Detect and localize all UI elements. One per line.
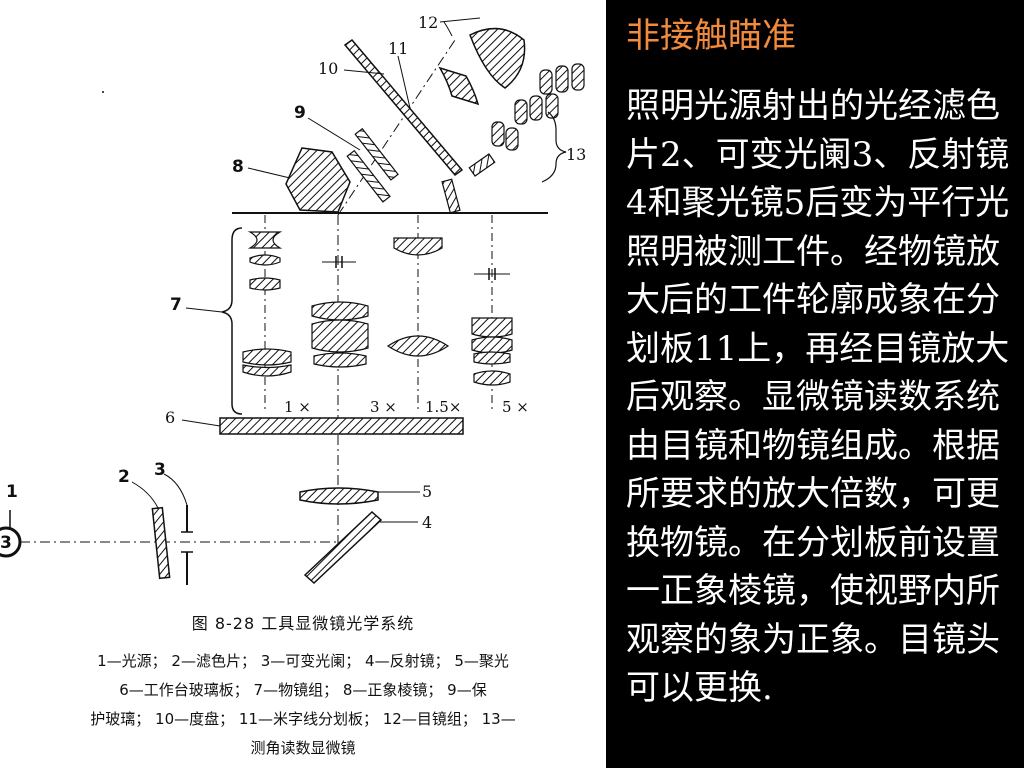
- label-3: 3: [154, 460, 166, 480]
- objective-1x-lens-d: [242, 348, 292, 366]
- objective-5x-lens-a: [471, 317, 513, 338]
- reflector-mirror: [303, 510, 383, 585]
- eyepiece-lens-b: [438, 66, 480, 106]
- figure-panel: 3 1 2 3 4 5 6 7: [0, 0, 606, 768]
- label-5: 5: [422, 482, 432, 501]
- label-1: 1: [6, 482, 18, 502]
- objective-1.5x-lens-b: [386, 335, 450, 357]
- label-4: 4: [422, 513, 432, 532]
- magnification-3x: 3 ×: [370, 398, 397, 416]
- objective-3x-lens-b: [311, 319, 369, 353]
- objective-1x-lens-a: [247, 231, 283, 249]
- magnification-1.5x: 1.5×: [425, 398, 461, 416]
- optical-axis-eyepiece: [337, 39, 456, 216]
- objective-5x-lens-c: [473, 351, 511, 365]
- figure-legend-line-3: 护玻璃； 10—度盘； 11—米字线分划板； 12—目镜组； 13—: [90, 710, 516, 728]
- objective-3x-lens-c: [313, 352, 367, 368]
- color-filter: [151, 506, 171, 580]
- magnification-1x: 1 ×: [284, 398, 311, 416]
- optical-system-diagram: 3 1 2 3 4 5 6 7: [0, 13, 586, 585]
- angle-dial: [343, 38, 464, 177]
- slide-text-panel: 非接触瞄准 照明光源射出的光经滤色片2、可变光阑3、反射镜4和聚光镜5后变为平行…: [606, 0, 1024, 768]
- protective-glass: [354, 127, 399, 181]
- objective-1x-lens-e: [242, 364, 292, 377]
- label-10: 10: [318, 59, 338, 78]
- label-11: 11: [388, 39, 408, 58]
- label-13: 13: [566, 145, 586, 164]
- figure-legend-line-1: 1—光源； 2—滤色片； 3—可变光阑； 4—反射镜； 5—聚光: [97, 652, 509, 670]
- figure-caption-title: 图 8-28 工具显微镜光学系统: [191, 614, 415, 633]
- objective-1x-lens-b: [249, 254, 281, 266]
- objective-1x-lens-c: [249, 277, 281, 291]
- slide-heading: 非接触瞄准: [626, 16, 796, 56]
- magnification-5x: 5 ×: [502, 398, 529, 416]
- eyepiece-lens-a: [469, 27, 526, 89]
- label-6: 6: [165, 408, 175, 427]
- label-8: 8: [232, 157, 244, 177]
- figure-legend-line-2: 6—工作台玻璃板； 7—物镜组； 8—正象棱镜； 9—保: [119, 681, 487, 699]
- label-9: 9: [294, 103, 306, 123]
- figure-legend-line-4: 测角读数显微镜: [250, 739, 356, 757]
- light-source-glyph: 3: [0, 533, 12, 553]
- label-7: 7: [170, 295, 182, 315]
- worktable-glass-plate: [219, 417, 464, 435]
- condenser-lens: [299, 487, 379, 505]
- label-2: 2: [118, 467, 130, 487]
- objective-group-brace: [221, 227, 243, 415]
- objective-5x-lens-b: [471, 336, 513, 354]
- slide-body: 照明光源射出的光经滤色片2、可变光阑3、反射镜4和聚光镜5后变为平行光照明被测工…: [626, 86, 1010, 708]
- erecting-prism: [285, 147, 351, 213]
- angle-reading-microscope: [441, 63, 585, 214]
- label-12: 12: [418, 13, 438, 32]
- light-source: [0, 526, 22, 558]
- objective-3x-lens-a: [311, 301, 369, 321]
- objective-5x-lens-d: [473, 370, 511, 386]
- objective-1.5x-lens-a: [393, 237, 443, 256]
